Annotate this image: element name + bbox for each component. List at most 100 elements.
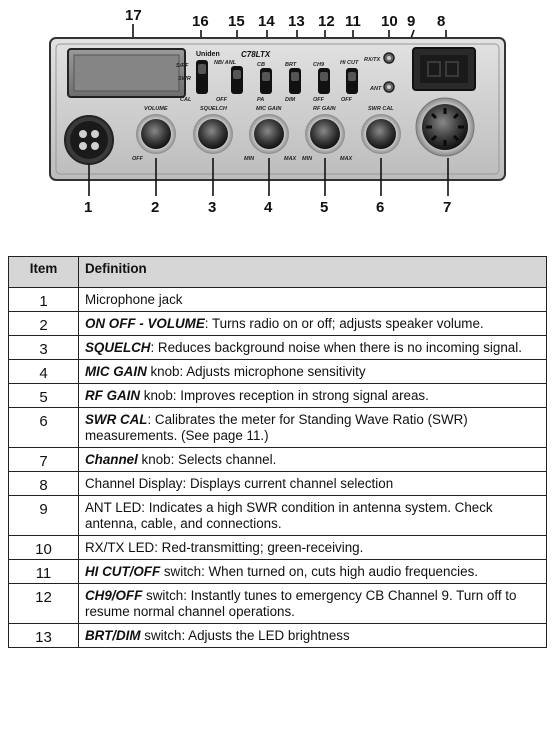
callout-8: 8 xyxy=(437,13,445,30)
label-rf-max: MAX xyxy=(340,156,353,162)
item-number: 2 xyxy=(8,311,79,336)
mic-gain-knob[interactable] xyxy=(249,114,289,154)
item-number: 3 xyxy=(8,335,79,360)
callout-11: 11 xyxy=(345,13,361,30)
label-nb-anl: NB/ ANL xyxy=(214,60,237,66)
label-swr: SWR xyxy=(178,76,191,82)
definition-term: BRT/DIM xyxy=(85,628,141,643)
item-definition: ANT LED: Indicates a high SWR condition … xyxy=(78,495,547,536)
callout-3: 3 xyxy=(208,199,216,216)
item-definition: RF GAIN knob: Improves reception in stro… xyxy=(78,383,547,408)
microphone-jack[interactable] xyxy=(64,115,114,165)
definition-text: knob: Adjusts microphone sensitivity xyxy=(146,364,366,379)
item-number: 4 xyxy=(8,359,79,384)
definition-text: : Turns radio on or off; adjusts speaker… xyxy=(204,316,484,331)
label-cb: CB xyxy=(257,62,265,68)
hi-cut-off-switch[interactable] xyxy=(346,68,358,94)
item-number: 5 xyxy=(8,383,79,408)
brand-logo: Uniden xyxy=(196,51,220,58)
brt-dim-switch[interactable] xyxy=(289,68,301,94)
item-definition: Microphone jack xyxy=(78,287,547,312)
definition-term: CH9/OFF xyxy=(85,588,143,603)
definition-text: knob: Improves reception in strong signa… xyxy=(140,388,429,403)
callout-15: 15 xyxy=(228,13,245,30)
item-number: 13 xyxy=(8,623,79,648)
item-definition: CH9/OFF switch: Instantly tunes to emerg… xyxy=(78,583,547,624)
definition-text: : Calibrates the meter for Standing Wave… xyxy=(85,412,468,443)
item-definition: SWR CAL: Calibrates the meter for Standi… xyxy=(78,407,547,448)
callout-10: 10 xyxy=(381,13,398,30)
item-number: 8 xyxy=(8,471,79,496)
callout-1: 1 xyxy=(84,199,92,216)
item-number: 7 xyxy=(8,447,79,472)
item-definition: ON OFF - VOLUME: Turns radio on or off; … xyxy=(78,311,547,336)
definition-term: HI CUT/OFF xyxy=(85,564,161,579)
definition-text: switch: Adjusts the LED brightness xyxy=(140,628,350,643)
callout-9: 9 xyxy=(407,13,415,30)
label-ch9-off: OFF xyxy=(313,97,325,103)
definition-term: Channel xyxy=(85,452,138,467)
label-hi-cut-off: OFF xyxy=(341,97,353,103)
label-mic-gain: MIC GAIN xyxy=(256,106,282,112)
label-mic-max: MAX xyxy=(284,156,297,162)
label-pa: PA xyxy=(257,97,264,103)
definition-term: ON OFF - VOLUME xyxy=(85,316,205,331)
rf-gain-knob[interactable] xyxy=(305,114,345,154)
label-rx-tx: RX/TX xyxy=(364,57,381,63)
callout-16: 16 xyxy=(192,13,209,30)
callout-13: 13 xyxy=(288,13,305,30)
definition-term: RF GAIN xyxy=(85,388,141,403)
item-definition: MIC GAIN knob: Adjusts microphone sensit… xyxy=(78,359,547,384)
callout-leader-lines-bottom xyxy=(88,158,449,196)
item-number: 6 xyxy=(8,407,79,448)
label-ch9: CH9 xyxy=(313,62,325,68)
item-number: 12 xyxy=(8,583,79,624)
definition-term: SWR CAL xyxy=(85,412,148,427)
item-number: 11 xyxy=(8,559,79,584)
table-row: 7 Channel knob: Selects channel. xyxy=(8,447,547,472)
callout-12: 12 xyxy=(318,13,335,30)
definition-text: switch: When turned on, cuts high audio … xyxy=(160,564,478,579)
item-definition: HI CUT/OFF switch: When turned on, cuts … xyxy=(78,559,547,584)
definition-term: SQUELCH xyxy=(85,340,151,355)
definition-text: Microphone jack xyxy=(85,292,183,307)
label-dim: DIM xyxy=(285,97,296,103)
item-definition: Channel Display: Displays current channe… xyxy=(78,471,547,496)
item-definition: SQUELCH: Reduces background noise when t… xyxy=(78,335,547,360)
channel-display xyxy=(412,47,476,91)
meter-mode-switch[interactable] xyxy=(196,60,208,94)
item-number: 10 xyxy=(8,535,79,560)
label-ant: ANT xyxy=(369,86,382,92)
callout-2: 2 xyxy=(151,199,159,216)
label-rf-min: MIN xyxy=(302,156,313,162)
definition-text: knob: Selects channel. xyxy=(137,452,277,467)
swr-cal-knob[interactable] xyxy=(361,114,401,154)
volume-knob[interactable] xyxy=(136,114,176,154)
definition-text: Channel Display: Displays current channe… xyxy=(85,476,394,491)
nb-anl-switch[interactable] xyxy=(231,66,243,94)
label-volume: VOLUME xyxy=(144,106,168,112)
label-brt: BRT xyxy=(285,62,297,68)
definition-text: ANT LED: Indicates a high SWR condition … xyxy=(85,500,493,531)
ch9-off-switch[interactable] xyxy=(318,68,330,94)
item-definition: BRT/DIM switch: Adjusts the LED brightne… xyxy=(78,623,547,648)
definition-text: RX/TX LED: Red-transmitting; green-recei… xyxy=(85,540,364,555)
item-number: 1 xyxy=(8,287,79,312)
label-squelch: SQUELCH xyxy=(200,106,228,112)
label-switch-off: OFF xyxy=(216,97,228,103)
definition-text: : Reduces background noise when there is… xyxy=(150,340,522,355)
label-hi-cut: HI CUT xyxy=(340,60,359,66)
definition-term: MIC GAIN xyxy=(85,364,147,379)
squelch-knob[interactable] xyxy=(193,114,233,154)
callout-7: 7 xyxy=(443,199,451,216)
table-row: 1 Microphone jack xyxy=(8,287,547,312)
channel-knob[interactable] xyxy=(415,97,475,157)
cb-pa-switch[interactable] xyxy=(260,68,272,94)
